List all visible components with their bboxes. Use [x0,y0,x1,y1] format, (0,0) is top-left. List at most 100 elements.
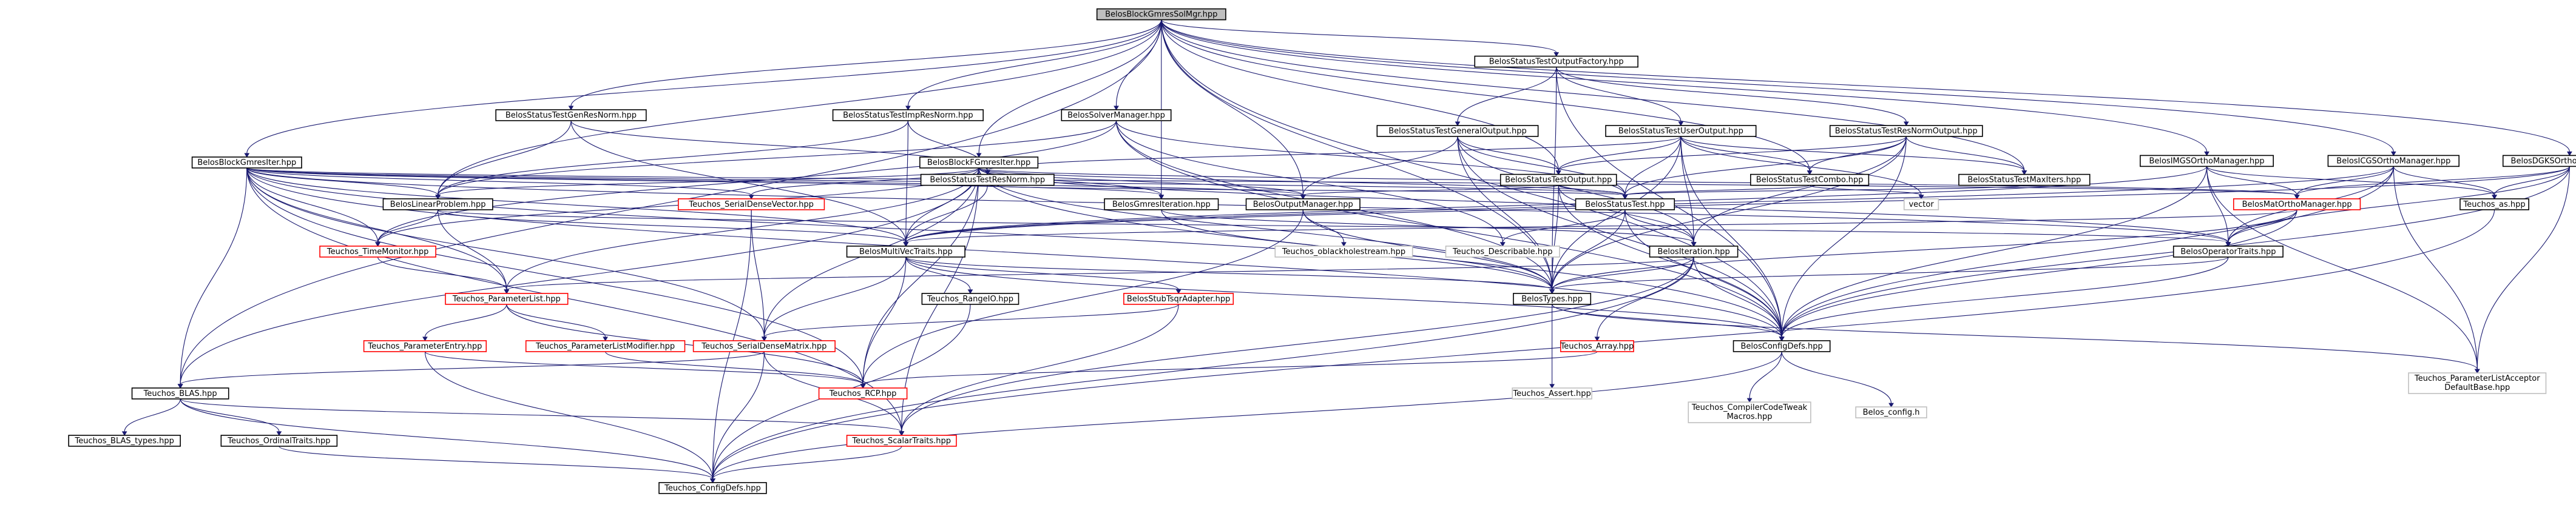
node-label: BelosLinearProblem.hpp [390,200,486,209]
node-resnormout[interactable]: BelosStatusTestResNormOutput.hpp [1829,125,1983,137]
node-genresnorm[interactable]: BelosStatusTestGenResNorm.hpp [495,109,647,121]
node-outmgr[interactable]: BelosOutputManager.hpp [1245,198,1361,210]
node-rangeio[interactable]: Teuchos_RangeIO.hpp [921,293,1019,305]
node-box [525,340,686,352]
edge-icgs-to-configdefs [1779,166,2394,341]
node-box [920,173,1055,186]
node-statustest[interactable]: BelosStatusTest.hpp [1575,198,1675,210]
node-describable: Teuchos_Describable.hpp [1445,246,1560,258]
node-rcp[interactable]: Teuchos_RCP.hpp [818,387,908,400]
edge-genout-to-stoutput [1457,136,1561,175]
edge-root-to-dgks [1161,19,2572,156]
node-paramentry[interactable]: Teuchos_ParameterEntry.hpp [363,340,487,352]
node-matortho[interactable]: BelosMatOrthoManager.hpp [2233,198,2361,210]
node-label: Teuchos_TimeMonitor.hpp [326,247,429,256]
edge-dgks-to-placceptor [2474,166,2570,374]
node-stubtsqr[interactable]: BelosStubTsqrAdapter.hpp [1123,293,1234,305]
node-label: BelosStatusTestOutputFactory.hpp [1489,58,1624,67]
edge-linprob-to-timemonitor [375,209,439,247]
edge-blockfgmresiter-to-matortho [978,167,2300,199]
edge-icgs-to-matortho [2294,166,2394,199]
node-label: Teuchos_ParameterListAcceptor [2414,374,2540,383]
node-timemonitor[interactable]: Teuchos_TimeMonitor.hpp [319,246,436,258]
node-label: BelosBlockFGmresIter.hpp [927,158,1030,167]
edges-layer [121,19,2572,483]
node-root[interactable]: BelosBlockGmresSolMgr.hpp [1096,8,1226,21]
edge-paramlistmod-to-rcp [605,351,866,389]
edge-ordinaltraits-to-teuchosconfig [279,446,715,483]
node-assert: Teuchos_Assert.hpp [1512,387,1592,400]
node-solvermgr[interactable]: BelosSolverManager.hpp [1061,109,1172,121]
edge-configdefs-to-compilercode [1746,351,1782,403]
edge-blas-to-blastypes [121,398,181,436]
node-array[interactable]: Teuchos_Array.hpp [1560,340,1634,352]
node-blastypes[interactable]: Teuchos_BLAS_types.hpp [68,435,181,447]
edge-outmgr-to-oblackhole [1302,209,1347,247]
node-userout[interactable]: BelosStatusTestUserOutput.hpp [1605,125,1757,137]
edge-root-to-maxiters [1161,19,2027,175]
edge-stubtsqr-to-serialdensemat [761,304,1179,341]
edge-stubtsqr-to-scalartraits [899,304,1179,436]
node-gmresiter[interactable]: BelosGmresIteration.hpp [1104,198,1219,210]
node-optraits[interactable]: BelosOperatorTraits.hpp [2172,246,2284,258]
node-label: Teuchos_Describable.hpp [1452,247,1552,256]
node-ordinaltraits[interactable]: Teuchos_OrdinalTraits.hpp [220,435,338,447]
node-stofactory[interactable]: BelosStatusTestOutputFactory.hpp [1474,55,1638,68]
node-icgs[interactable]: BelosICGSOrthoManager.hpp [2327,155,2460,167]
node-stoutput[interactable]: BelosStatusTestOutput.hpp [1499,173,1617,186]
node-paramlistmod[interactable]: Teuchos_ParameterListModifier.hpp [525,340,686,352]
edge-timemonitor-to-paramlist [377,256,510,294]
edge-blockgmresiter-to-blas [177,167,248,389]
edge-userout-to-configdefs [1680,136,1785,341]
node-imgs[interactable]: BelosIMGSOrthoManager.hpp [2140,155,2274,167]
node-label: BelosTypes.hpp [1521,295,1583,304]
node-blockfgmresiter[interactable]: BelosBlockFGmresIter.hpp [919,156,1039,169]
node-box [2459,198,2529,210]
node-box [363,340,487,352]
node-box [220,435,338,447]
node-linprob[interactable]: BelosLinearProblem.hpp [382,198,493,210]
node-box [445,293,569,305]
node-belostypes[interactable]: BelosTypes.hpp [1513,293,1592,305]
node-box [846,246,965,258]
node-serialdensevec[interactable]: Teuchos_SerialDenseVector.hpp [678,198,825,210]
edge-paramentry-to-teuchosconfig [424,351,715,483]
nodes-layer: BelosBlockGmresSolMgr.hppBelosStatusTest… [68,8,2576,494]
edge-root-to-combo [1161,19,1813,175]
node-maxiters[interactable]: BelosStatusTestMaxIters.hpp [1958,173,2091,186]
node-iteration[interactable]: BelosIteration.hpp [1649,246,1739,258]
node-resnorm[interactable]: BelosStatusTestResNorm.hpp [920,173,1055,186]
node-genout[interactable]: BelosStatusTestGeneralOutput.hpp [1376,125,1539,137]
node-scalartraits[interactable]: Teuchos_ScalarTraits.hpp [846,435,957,447]
node-box [1096,8,1226,21]
node-dgks[interactable]: BelosDGKSOrthoManager.hpp [2502,155,2576,167]
node-serialdensemat[interactable]: Teuchos_SerialDenseMatrix.hpp [692,340,836,352]
node-multivectraits[interactable]: BelosMultiVecTraits.hpp [846,246,965,258]
edge-matortho-to-multivectraits [903,209,2297,247]
node-box [919,156,1039,169]
node-as[interactable]: Teuchos_as.hpp [2459,198,2529,210]
edge-scalartraits-to-teuchosconfig [710,446,902,483]
node-box [1575,198,1675,210]
edge-resnormout-to-belostypes [1549,136,1907,294]
edge-paramentry-to-rcp [424,351,866,389]
node-label: vector [1908,200,1934,209]
edge-combo-to-vector [1809,185,1924,199]
node-implresnorm[interactable]: BelosStatusTestImpResNorm.hpp [832,109,984,121]
node-blas[interactable]: Teuchos_BLAS.hpp [131,387,229,400]
node-label: BelosIteration.hpp [1657,247,1729,256]
node-label: Teuchos_BLAS.hpp [143,389,217,398]
edge-belostypes-to-placceptor [1552,304,2480,374]
edge-blockfgmresiter-to-gmresiter [978,167,1165,199]
node-box [2172,246,2284,258]
node-blockgmresiter[interactable]: BelosBlockGmresIter.hpp [191,156,302,169]
node-teuchosconfig[interactable]: Teuchos_ConfigDefs.hpp [658,482,767,494]
node-combo[interactable]: BelosStatusTestCombo.hpp [1750,173,1870,186]
node-box [1474,55,1638,68]
edge-root-to-blockgmresiter [244,19,1162,158]
node-configdefs[interactable]: BelosConfigDefs.hpp [1733,340,1831,352]
edge-multivectraits-to-belostypes [905,256,1555,294]
node-label: Teuchos_SerialDenseMatrix.hpp [701,342,827,351]
edge-resnormout-to-maxiters [1905,136,2027,175]
node-paramlist[interactable]: Teuchos_ParameterList.hpp [445,293,569,305]
